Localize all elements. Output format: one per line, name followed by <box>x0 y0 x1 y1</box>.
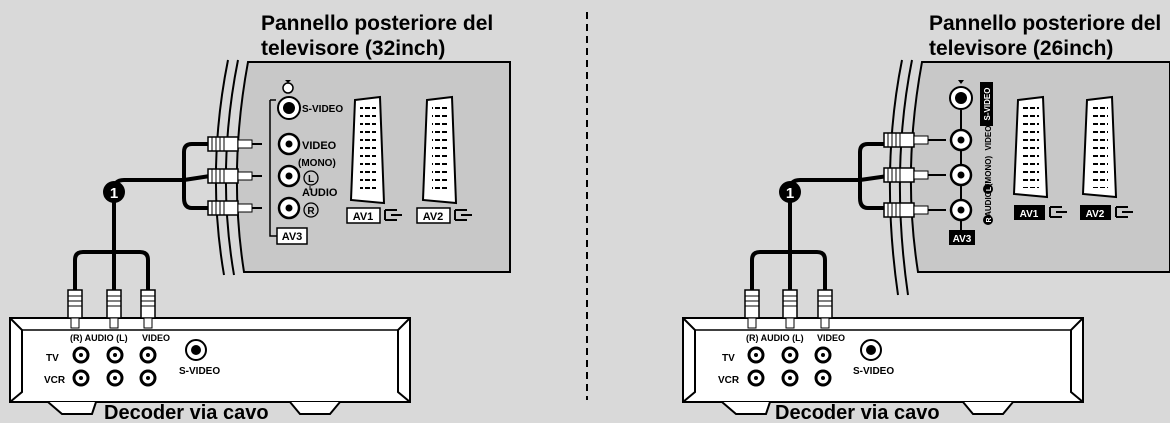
right-decoder-vcr-label: VCR <box>718 375 740 386</box>
left-panel-av3-label: AV3 <box>282 231 303 243</box>
left-panel-av2-label: AV2 <box>423 211 444 223</box>
left-l-circle-icon <box>303 170 319 186</box>
left-decoder-jacks <box>72 346 157 387</box>
right-panel-l-glyph: L <box>986 186 993 191</box>
right-decoder-audio-header: (R) AUDIO (L) <box>746 333 804 343</box>
right-panel-mono-label: (MONO) <box>984 156 993 187</box>
right-panel-r-glyph: R <box>986 217 993 222</box>
right-decoder-jacks <box>747 346 832 387</box>
left-panel-video-label: VIDEO <box>302 140 337 152</box>
right-tv-back-panel: AV3 S-VIDEO VIDEO (MONO) L AUDIO R AV1 A… <box>888 59 1170 296</box>
left-caption: Decoder via cavo <box>104 402 269 423</box>
left-panel-video-jack <box>277 132 301 156</box>
right-panel-audio-r-jack <box>949 198 973 222</box>
right-panel-av2-label: AV2 <box>1086 209 1105 220</box>
left-decoder-vcr-label: VCR <box>44 375 66 386</box>
right-panel-av1-label: AV1 <box>1020 209 1039 220</box>
right-panel-svideo-label: S-VIDEO <box>983 88 992 121</box>
right-panel-video-label: VIDEO <box>984 126 993 151</box>
left-marker-label: 1 <box>110 185 118 202</box>
right-decoder-tv-label: TV <box>722 353 735 364</box>
left-panel-mono-label: (MONO) <box>298 158 336 169</box>
right-marker-label: 1 <box>786 185 794 202</box>
right-svideo-arrow-icon <box>958 80 964 84</box>
right-title: Pannello posteriore del televisore (26in… <box>929 11 1161 61</box>
left-svideo-symbol-icon <box>282 82 294 94</box>
right-decoder-plugs <box>744 289 833 329</box>
right-r-circle-icon <box>983 215 993 225</box>
left-title: Pannello posteriore del televisore (32in… <box>261 11 493 61</box>
left-decoder-svideo-jack <box>185 339 207 361</box>
left-decoder-audio-header: (R) AUDIO (L) <box>70 333 128 343</box>
left-decoder-plugs <box>67 289 156 329</box>
right-av2-out-icon <box>1115 206 1133 218</box>
left-panel-audio-r-jack <box>277 196 301 220</box>
right-panel-av3-label: AV3 <box>953 234 972 245</box>
left-panel-svideo-jack <box>277 80 301 120</box>
left-panel-audio-label: AUDIO <box>302 187 338 199</box>
right-decoder-svideo-label: S-VIDEO <box>853 366 894 377</box>
right-marker-1-icon <box>779 181 801 203</box>
right-panel-svideo-jack <box>949 80 973 110</box>
left-svideo-arrow-icon <box>285 80 291 83</box>
right-panel-audio-l-jack <box>949 163 973 187</box>
right-l-circle-icon <box>983 184 993 194</box>
left-r-circle-icon <box>303 202 319 218</box>
right-caption: Decoder via cavo <box>775 402 940 423</box>
left-scart-av2-connector <box>421 95 458 205</box>
left-tv-back-panel: S-VIDEO VIDEO (MONO) L AUDIO R AV3 AV1 A <box>214 59 511 276</box>
left-decoder-tv-label: TV <box>46 353 59 364</box>
left-title-line1: Pannello posteriore del <box>261 12 494 35</box>
right-decoder-svideo-jack <box>860 339 882 361</box>
right-rca-cable <box>750 142 889 292</box>
left-av2-out-icon <box>454 209 472 221</box>
left-panel-l-glyph: L <box>308 174 314 185</box>
right-panel-audio-label: AUDIO <box>984 191 993 217</box>
left-panel-r-glyph: R <box>307 206 315 217</box>
right-panel-video-jack <box>949 128 973 152</box>
right-scart-av2-connector <box>1081 95 1118 199</box>
left-decoder-video-header: VIDEO <box>142 333 170 343</box>
left-panel-audio-l-jack <box>277 164 301 188</box>
left-panel-av1-label: AV1 <box>353 211 374 223</box>
right-decoder-video-header: VIDEO <box>817 333 845 343</box>
left-tv-plugs <box>207 136 262 216</box>
left-decoder-svideo-label: S-VIDEO <box>179 366 220 377</box>
right-title-line1: Pannello posteriore del <box>929 12 1162 35</box>
left-rca-cable <box>73 142 211 292</box>
right-av1-inout-icon <box>1049 206 1067 218</box>
left-scart-av1-connector <box>349 95 386 205</box>
right-tv-plugs <box>883 132 946 218</box>
right-title-line2: televisore (26inch) <box>929 37 1114 60</box>
right-scart-av1-connector <box>1012 95 1049 199</box>
left-av1-inout-icon <box>384 209 402 221</box>
left-title-line2: televisore (32inch) <box>261 37 446 60</box>
left-marker-1-icon <box>103 181 125 203</box>
left-panel-svideo-label: S-VIDEO <box>302 104 343 115</box>
